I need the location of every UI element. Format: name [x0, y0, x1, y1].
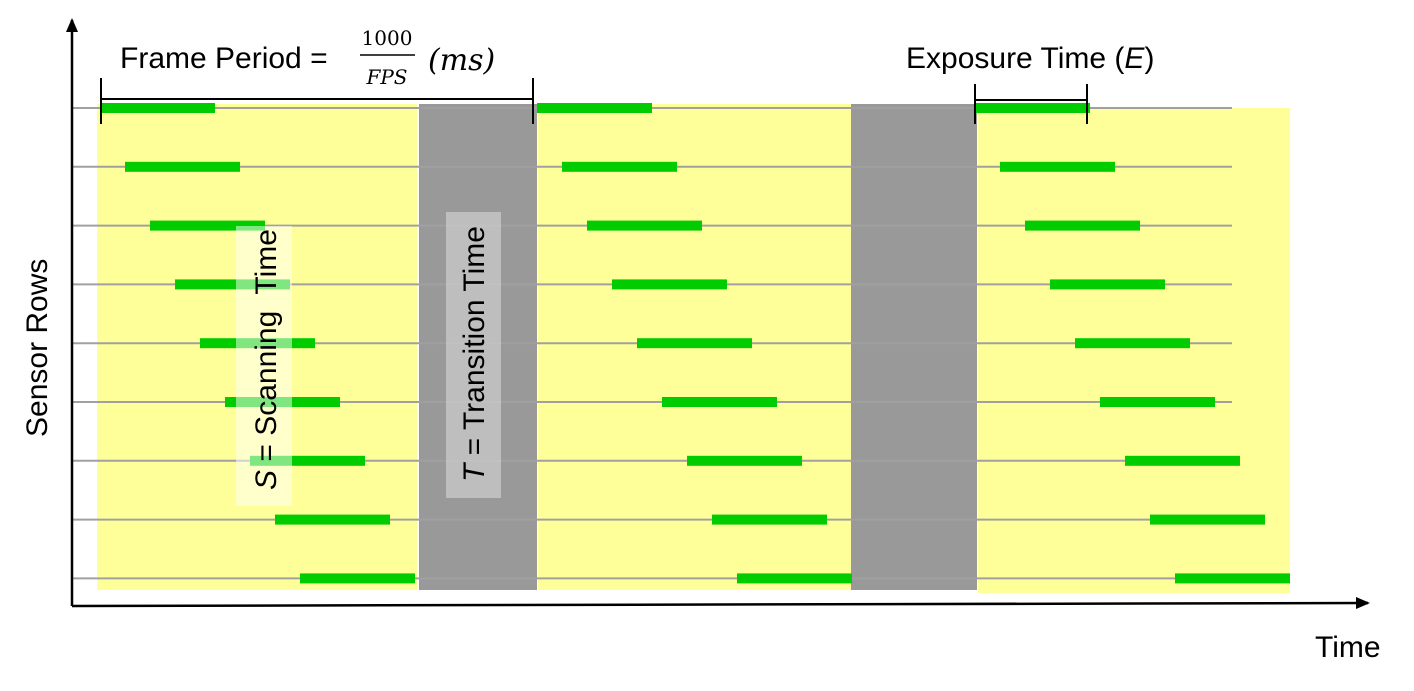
transition-text: = Transition Time [458, 226, 491, 464]
exposure-bar [1125, 455, 1240, 466]
exposure-bar [275, 514, 390, 525]
exposure-bar [712, 514, 827, 525]
exposure-bar [1000, 161, 1115, 172]
exposure-bar [612, 279, 727, 290]
exposure-bar [150, 220, 265, 231]
scanning-symbol: S [250, 470, 283, 490]
svg-text:S = Scanning Time: S = Scanning Time [250, 229, 283, 490]
exposure-bar [537, 103, 652, 113]
frame-period-unit: (ms) [428, 43, 495, 78]
exposure-bars [100, 103, 1290, 584]
exposure-bar [300, 573, 415, 584]
scanning-time-label: S = Scanning Time [236, 226, 292, 506]
exposure-bar [1050, 279, 1165, 290]
exposure-bar [175, 279, 290, 290]
exposure-time-label: Exposure Time (E) [906, 42, 1154, 75]
scan-region-3 [978, 108, 1290, 593]
exposure-bracket [974, 84, 1088, 124]
scanning-text: = Scanning Time [250, 229, 283, 470]
frame-period-denominator: FPS [365, 65, 407, 89]
svg-text:T = Transition Time: T = Transition Time [458, 226, 491, 482]
frame-period-text: Frame Period = [120, 42, 328, 75]
frame-period-numerator: 1000 [362, 26, 413, 50]
y-axis-label: Sensor Rows [21, 259, 54, 437]
exposure-bar [975, 103, 1090, 113]
transition-symbol: T [458, 461, 491, 482]
exposure-bar [662, 397, 777, 407]
exposure-bar [125, 161, 240, 172]
exposure-bar [1100, 397, 1215, 407]
x-axis-label: Time [1315, 631, 1381, 664]
transition-time-label: T = Transition Time [446, 212, 501, 498]
exposure-bar [1175, 573, 1290, 584]
exposure-bar [562, 161, 677, 172]
exposure-bar [637, 338, 752, 349]
exposure-bar [1075, 338, 1190, 349]
exposure-bar [587, 220, 702, 231]
frame-period-label: Frame Period = 1000 FPS (ms) [120, 26, 495, 89]
frame-period-bracket [100, 78, 534, 124]
exposure-bar [100, 103, 215, 113]
exposure-bar [687, 455, 802, 466]
exposure-bar [1025, 220, 1140, 231]
exposure-bar [1150, 514, 1265, 525]
exposure-bar [250, 455, 365, 466]
x-axis [71, 597, 1370, 610]
transition-region-2 [851, 104, 977, 590]
exposure-bar [737, 573, 852, 584]
